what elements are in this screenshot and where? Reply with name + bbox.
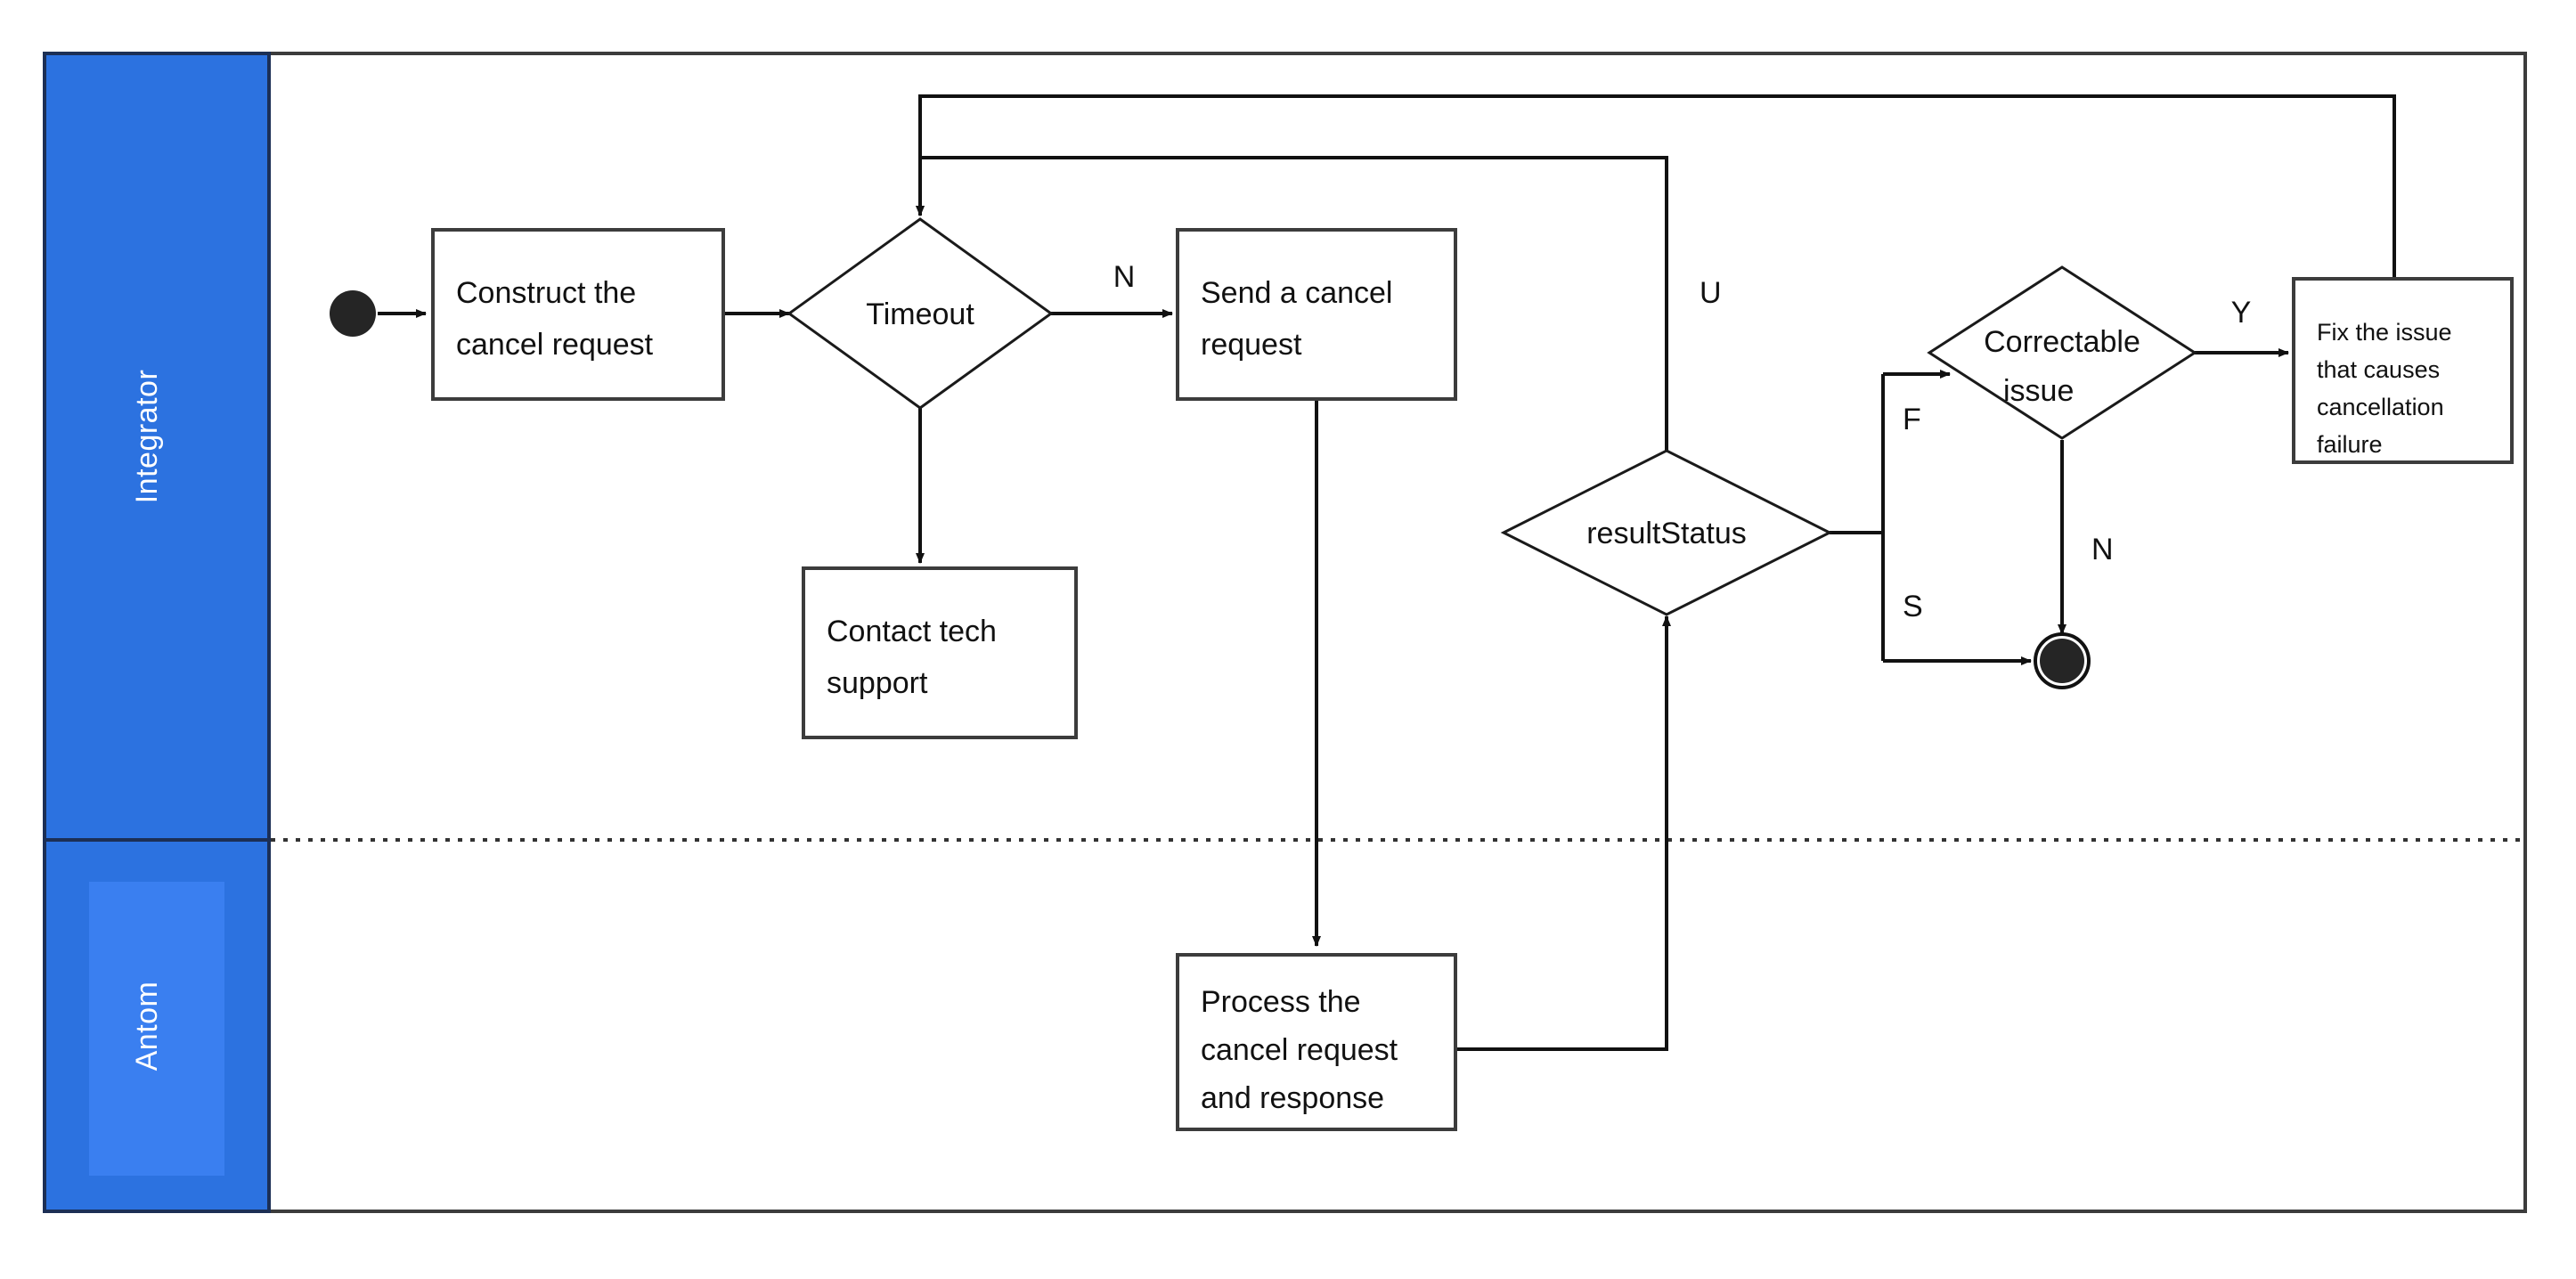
edge-label-result-unknown: U [1700, 276, 1722, 310]
edge-fix-to-timeout [916, 94, 2396, 279]
end-node[interactable] [2034, 632, 2091, 689]
node-send-line-2: request [1201, 328, 1302, 362]
node-send-line-1: Send a cancel [1201, 276, 1393, 310]
node-send-cancel-request[interactable]: Send a cancel request [1176, 228, 1457, 401]
edge-label-result-fail: F [1903, 403, 1921, 436]
node-fix-issue[interactable]: Fix the issue that causes cancellation f… [2292, 277, 2514, 464]
node-fix-line-1: Fix the issue [2317, 319, 2452, 346]
node-contact-tech-support[interactable]: Contact tech support [802, 566, 1078, 739]
start-node[interactable] [330, 290, 376, 337]
edge-label-correctable-no: N [2091, 533, 2114, 566]
node-process-cancel-request[interactable]: Process the cancel request and response [1176, 953, 1457, 1131]
node-construct-cancel-request[interactable]: Construct the cancel request [431, 228, 725, 401]
node-contact-line-2: support [827, 666, 928, 700]
node-process-line-3: and response [1201, 1081, 1384, 1115]
node-timeout-label: Timeout [866, 297, 974, 331]
node-process-line-1: Process the [1201, 985, 1361, 1019]
node-contact-line-1: Contact tech [827, 615, 997, 648]
node-construct-line-2: cancel request [456, 328, 654, 362]
node-correctable-issue-decision[interactable]: Correctable issue [1927, 265, 2197, 440]
node-resultstatus-decision[interactable]: resultStatus [1500, 449, 1833, 616]
node-correctable-line-1: Correctable [1984, 325, 2140, 359]
node-resultstatus-label: resultStatus [1586, 517, 1747, 550]
node-fix-line-4: failure [2317, 431, 2383, 458]
node-process-line-2: cancel request [1201, 1033, 1398, 1067]
node-timeout-decision[interactable]: Timeout [787, 217, 1054, 410]
edge-label-timeout-no: N [1113, 260, 1136, 294]
node-fix-line-3: cancellation [2317, 394, 2444, 420]
edge-label-correctable-yes: Y [2231, 296, 2252, 330]
lane-header-selection-highlight [89, 882, 224, 1176]
edge-process-to-resultstatus [1455, 615, 1671, 1051]
node-fix-line-2: that causes [2317, 356, 2440, 383]
lane-header-integrator[interactable]: Integrator [43, 52, 271, 842]
lane-label-integrator: Integrator [130, 370, 164, 504]
edge-label-result-success: S [1903, 590, 1923, 623]
node-correctable-line-2: issue [2003, 374, 2074, 408]
lane-header-antom[interactable]: Antom [43, 838, 271, 1213]
node-construct-line-1: Construct the [456, 276, 636, 310]
lane-label-antom: Antom [130, 982, 164, 1071]
